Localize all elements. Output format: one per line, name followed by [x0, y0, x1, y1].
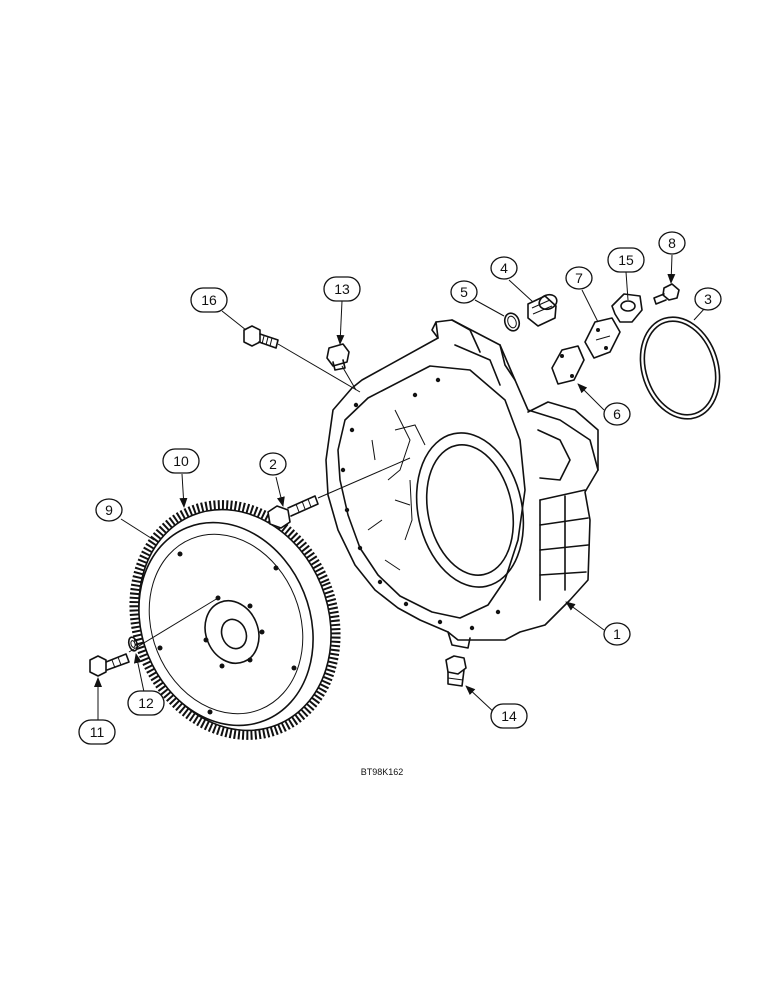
callout-13: 13	[323, 276, 361, 302]
callout-label: 7	[575, 270, 583, 286]
drawing-code: BT98K162	[361, 767, 404, 777]
callout-label: 6	[613, 406, 621, 422]
callout-4: 4	[490, 256, 518, 280]
screw-8	[653, 283, 680, 305]
callout-label: 8	[668, 235, 676, 251]
seal-ring-3	[639, 316, 721, 420]
callout-label: 2	[269, 456, 277, 472]
oring-5	[503, 312, 521, 332]
bolt-16	[243, 325, 279, 349]
callout-label: 15	[618, 252, 634, 268]
callout-label: 14	[501, 708, 517, 724]
callout-label: 16	[201, 292, 217, 308]
callout-5: 5	[450, 280, 478, 304]
callout-11: 11	[78, 719, 116, 745]
callout-label: 5	[460, 284, 468, 300]
callout-15: 15	[607, 247, 645, 273]
washer-12	[127, 636, 139, 652]
callout-label: 12	[138, 695, 154, 711]
flywheel	[129, 500, 341, 740]
callout-label: 9	[105, 502, 113, 518]
bolt-11	[89, 653, 130, 677]
bracket-15	[611, 293, 643, 323]
callout-label: 10	[173, 453, 189, 469]
callout-label: 13	[334, 281, 350, 297]
gasket-6	[551, 345, 585, 385]
leader-lines	[94, 254, 706, 720]
bolt-2	[267, 495, 319, 529]
callout-10: 10	[162, 448, 200, 474]
callout-label: 11	[90, 724, 105, 740]
plug-13	[326, 343, 350, 371]
callout-1: 1	[603, 622, 631, 646]
callout-label: 1	[613, 626, 621, 642]
callout-12: 12	[127, 690, 165, 716]
plug-4	[527, 293, 558, 327]
flywheel-housing	[325, 319, 599, 649]
callout-7: 7	[565, 266, 593, 290]
callout-8: 8	[658, 231, 686, 255]
callout-2: 2	[259, 452, 287, 476]
callout-9: 9	[95, 498, 123, 522]
callout-3: 3	[694, 287, 722, 311]
callout-label: 3	[704, 291, 712, 307]
callout-label: 4	[500, 260, 508, 276]
callout-16: 16	[190, 287, 228, 313]
cover-7	[584, 317, 621, 359]
callout-14: 14	[490, 703, 528, 729]
callout-6: 6	[603, 402, 631, 426]
plug-14	[445, 655, 467, 687]
